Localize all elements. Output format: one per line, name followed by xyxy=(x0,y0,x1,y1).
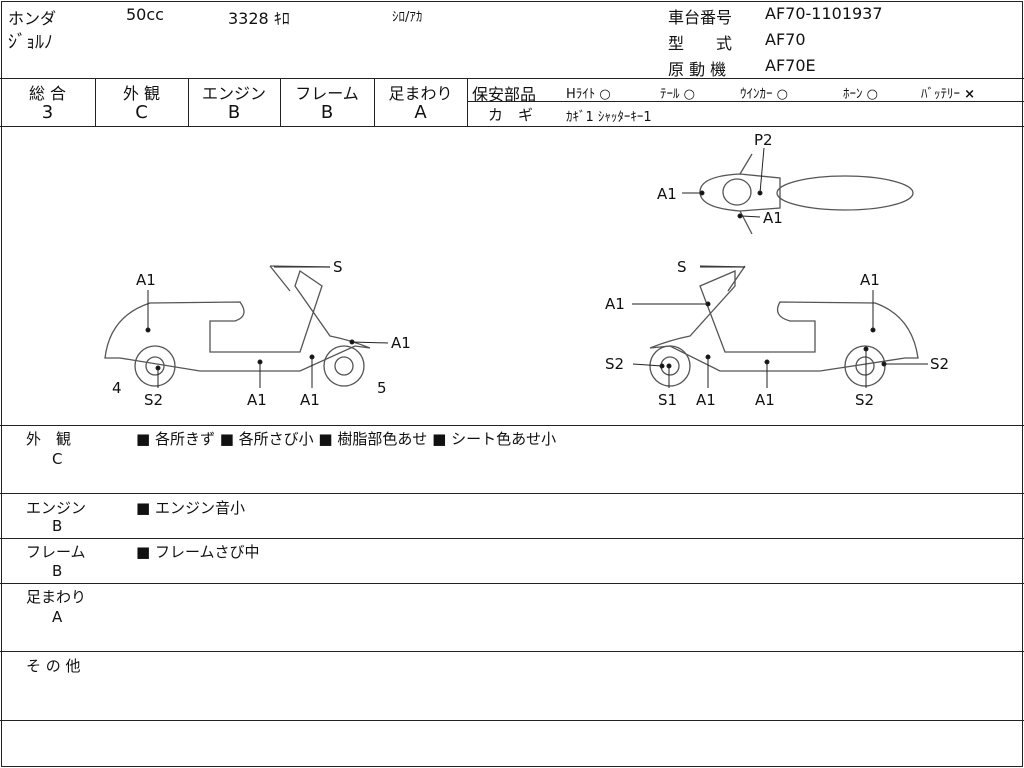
rating-engine-label: エンジン xyxy=(201,84,266,103)
rating-overall-value: 3 xyxy=(41,102,54,123)
mileage: 3328 ｷﾛ xyxy=(228,9,290,28)
diagram-labels-right: S A1 A1 S2 S2 S1 A1 A1 S2 xyxy=(605,258,949,409)
diagram-labels-left: S A1 A1 4 S2 A1 A1 5 xyxy=(112,258,411,409)
safety-label: 保安部品 xyxy=(472,85,537,104)
label-a1: A1 xyxy=(696,391,716,409)
label-s2: S2 xyxy=(605,355,624,373)
label-s: S xyxy=(677,258,687,276)
color: ｼﾛ/ｱｶ xyxy=(392,10,423,25)
safety-headlight-mark: ○ xyxy=(599,87,611,102)
remark-engine-grade: B xyxy=(52,517,63,535)
frame-no: AF70-1101937 xyxy=(765,4,883,23)
remark-frame-grade: B xyxy=(52,562,63,580)
remark-suspension-label: 足まわり xyxy=(26,588,87,606)
safety-winker: ｳｲﾝｶｰ xyxy=(740,87,773,102)
diagram-labels-top: P2 A1 A1 xyxy=(657,131,783,227)
label-s: S xyxy=(333,258,343,276)
label-a1: A1 xyxy=(136,271,156,289)
engine-label: 原 動 機 xyxy=(668,60,727,79)
label-s2: S2 xyxy=(144,391,163,409)
model-name: ｼﾞｮﾙﾉ xyxy=(8,32,53,53)
label-s2: S2 xyxy=(930,355,949,373)
callout-lines xyxy=(145,147,928,388)
rating-engine-value: B xyxy=(227,102,241,123)
remark-exterior-text: ■ 各所きず ■ 各所さび小 ■ 樹脂部色あせ ■ シート色あせ小 xyxy=(136,430,557,448)
key-value: ｶｷﾞ1 ｼｬｯﾀｰｷｰ1 xyxy=(566,110,652,125)
type-label: 型 式 xyxy=(668,34,733,53)
remark-engine-label: エンジン xyxy=(26,499,87,517)
label-s2: S2 xyxy=(855,391,874,409)
label-a1: A1 xyxy=(605,295,625,313)
rating-suspension-label: 足まわり xyxy=(388,84,453,103)
label-4: 4 xyxy=(112,379,122,397)
label-a1: A1 xyxy=(860,271,880,289)
rating-exterior-label: 外 観 xyxy=(122,84,161,103)
displacement: 50cc xyxy=(126,5,164,24)
remark-suspension-grade: A xyxy=(52,608,63,626)
safety-horn-mark: ○ xyxy=(866,87,878,102)
remark-exterior-label: 外 観 xyxy=(26,430,72,448)
rating-exterior-value: C xyxy=(135,102,148,123)
label-a1: A1 xyxy=(391,334,411,352)
label-a1: A1 xyxy=(247,391,267,409)
remark-exterior-grade: C xyxy=(52,450,63,468)
label-5: 5 xyxy=(377,379,387,397)
rating-suspension-value: A xyxy=(414,102,427,123)
rating-overall-label: 総 合 xyxy=(28,84,67,103)
frame-no-label: 車台番号 xyxy=(668,8,733,27)
remark-frame-label: フレーム xyxy=(26,543,86,561)
maker: ホンダ xyxy=(8,9,57,28)
safety-headlight: Hﾗｲﾄ xyxy=(566,87,596,102)
rating-frame-label: フレーム xyxy=(295,84,359,103)
label-a1: A1 xyxy=(657,185,677,203)
type-value: AF70 xyxy=(765,30,806,49)
safety-tail: ﾃｰﾙ xyxy=(660,87,680,102)
label-p2: P2 xyxy=(754,131,773,149)
label-a1: A1 xyxy=(763,209,783,227)
remark-other-label: そ の 他 xyxy=(26,657,81,675)
label-s1: S1 xyxy=(658,391,677,409)
remark-engine-text: ■ エンジン音小 xyxy=(136,499,245,517)
rating-frame-value: B xyxy=(320,102,334,123)
remark-frame-text: ■ フレームさび中 xyxy=(136,543,260,561)
scooter-top-view xyxy=(699,153,914,235)
label-a1: A1 xyxy=(755,391,775,409)
label-a1: A1 xyxy=(300,391,320,409)
safety-winker-mark: ○ xyxy=(776,87,788,102)
safety-horn: ﾎｰﾝ xyxy=(843,87,863,102)
safety-battery-mark: × xyxy=(964,87,976,102)
engine-value: AF70E xyxy=(765,56,816,75)
damage-diagram: P2 A1 A1 S A1 A1 4 S2 A1 A1 5 S A1 A1 S2… xyxy=(104,131,949,409)
safety-tail-mark: ○ xyxy=(683,87,695,102)
key-label: カ ギ xyxy=(488,106,534,124)
safety-battery: ﾊﾞｯﾃﾘｰ xyxy=(921,87,960,102)
